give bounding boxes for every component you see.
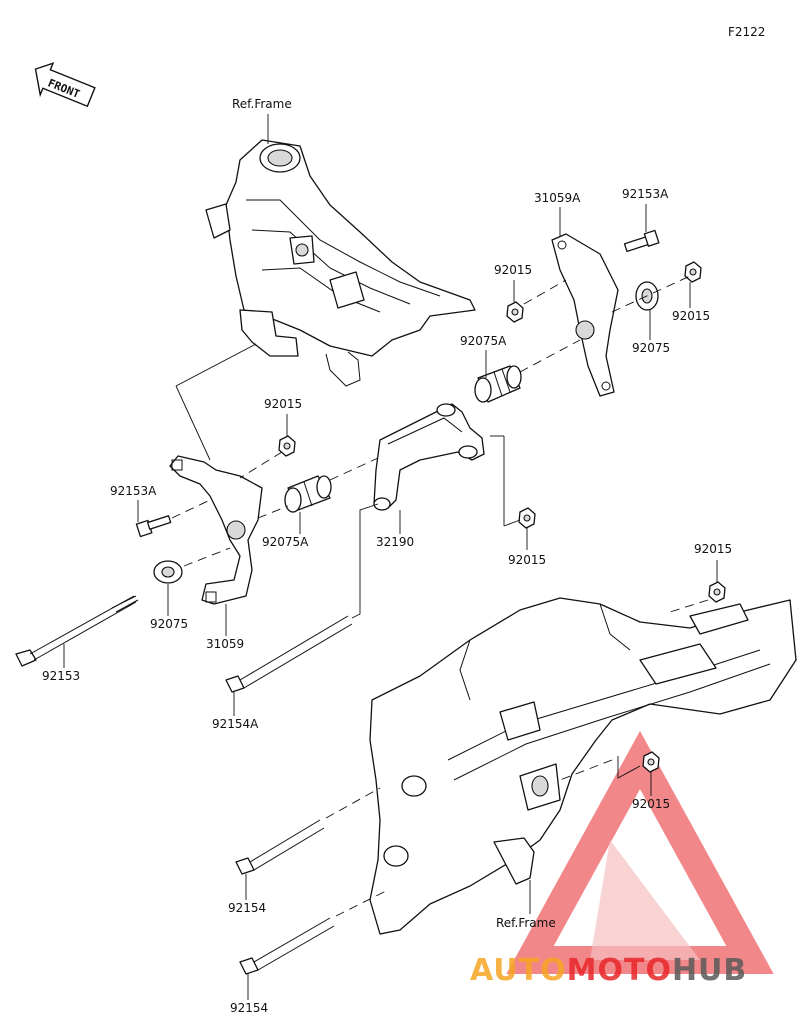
label-92075-right: 92075: [632, 341, 670, 355]
bolt-92153: [15, 595, 139, 667]
nut-92015-mid: [518, 507, 536, 529]
nut-92015-lower-right: [642, 751, 660, 773]
label-92075A-left: 92075A: [262, 535, 309, 549]
ref-frame-top-label: Ref.Frame: [232, 97, 292, 111]
watermark-part1: AUTO: [470, 953, 567, 988]
label-92075A-right: 92075A: [460, 334, 507, 348]
nut-92015-right: [506, 301, 524, 323]
label-92015-mid: 92015: [508, 553, 546, 567]
upper-frame-drawing: [205, 139, 476, 387]
label-31059: 31059: [206, 637, 244, 651]
nut-92015-right-end: [684, 261, 702, 283]
label-92154-lower: 92154: [230, 1001, 268, 1015]
lower-frame-drawing: [369, 597, 797, 935]
label-92154-upper: 92154: [228, 901, 266, 915]
watermark-triangle-icon: [506, 730, 774, 974]
bolt-92153A-left: [135, 515, 172, 538]
front-arrow-icon: FRONT: [34, 62, 96, 108]
label-92015-right-nut: 92015: [494, 263, 532, 277]
label-31059A: 31059A: [534, 191, 581, 205]
bolt-92154-lower: [239, 917, 335, 975]
label-92075-left: 92075: [150, 617, 188, 631]
label-92153: 92153: [42, 669, 80, 683]
rubber-mount-92075A-left: [284, 475, 332, 513]
label-92153A-left: 92153A: [110, 484, 157, 498]
label-32190: 32190: [376, 535, 414, 549]
bracket-31059A: [551, 233, 619, 397]
nut-92015-left-top: [278, 435, 296, 457]
label-92015-lower-right: 92015: [632, 797, 670, 811]
nut-92015-upper-right: [708, 581, 726, 603]
diagram-code: F2122: [728, 25, 765, 39]
ref-frame-bottom-label: Ref.Frame: [496, 916, 556, 930]
watermark-part3: HUB: [672, 953, 747, 988]
bolt-92154A: [225, 615, 353, 693]
bolt-92154-upper: [235, 819, 325, 875]
bolt-92153A-right: [623, 229, 660, 253]
label-92015-left-top: 92015: [264, 397, 302, 411]
bracket-31059: [169, 455, 263, 605]
watermark-logo: AUTOMOTOHUB: [470, 953, 747, 988]
engine-mount-32190: [373, 403, 485, 511]
watermark-part2: MOTO: [567, 953, 672, 988]
rubber-mount-92075A-right: [474, 365, 522, 403]
label-92153A-right: 92153A: [622, 187, 669, 201]
label-92154A: 92154A: [212, 717, 259, 731]
label-92015-right-end: 92015: [672, 309, 710, 323]
washer-92075-left: [153, 560, 183, 584]
svg-text:AUTOMOTOHUB: AUTOMOTOHUB: [470, 953, 747, 988]
label-92015-upper-right: 92015: [694, 542, 732, 556]
